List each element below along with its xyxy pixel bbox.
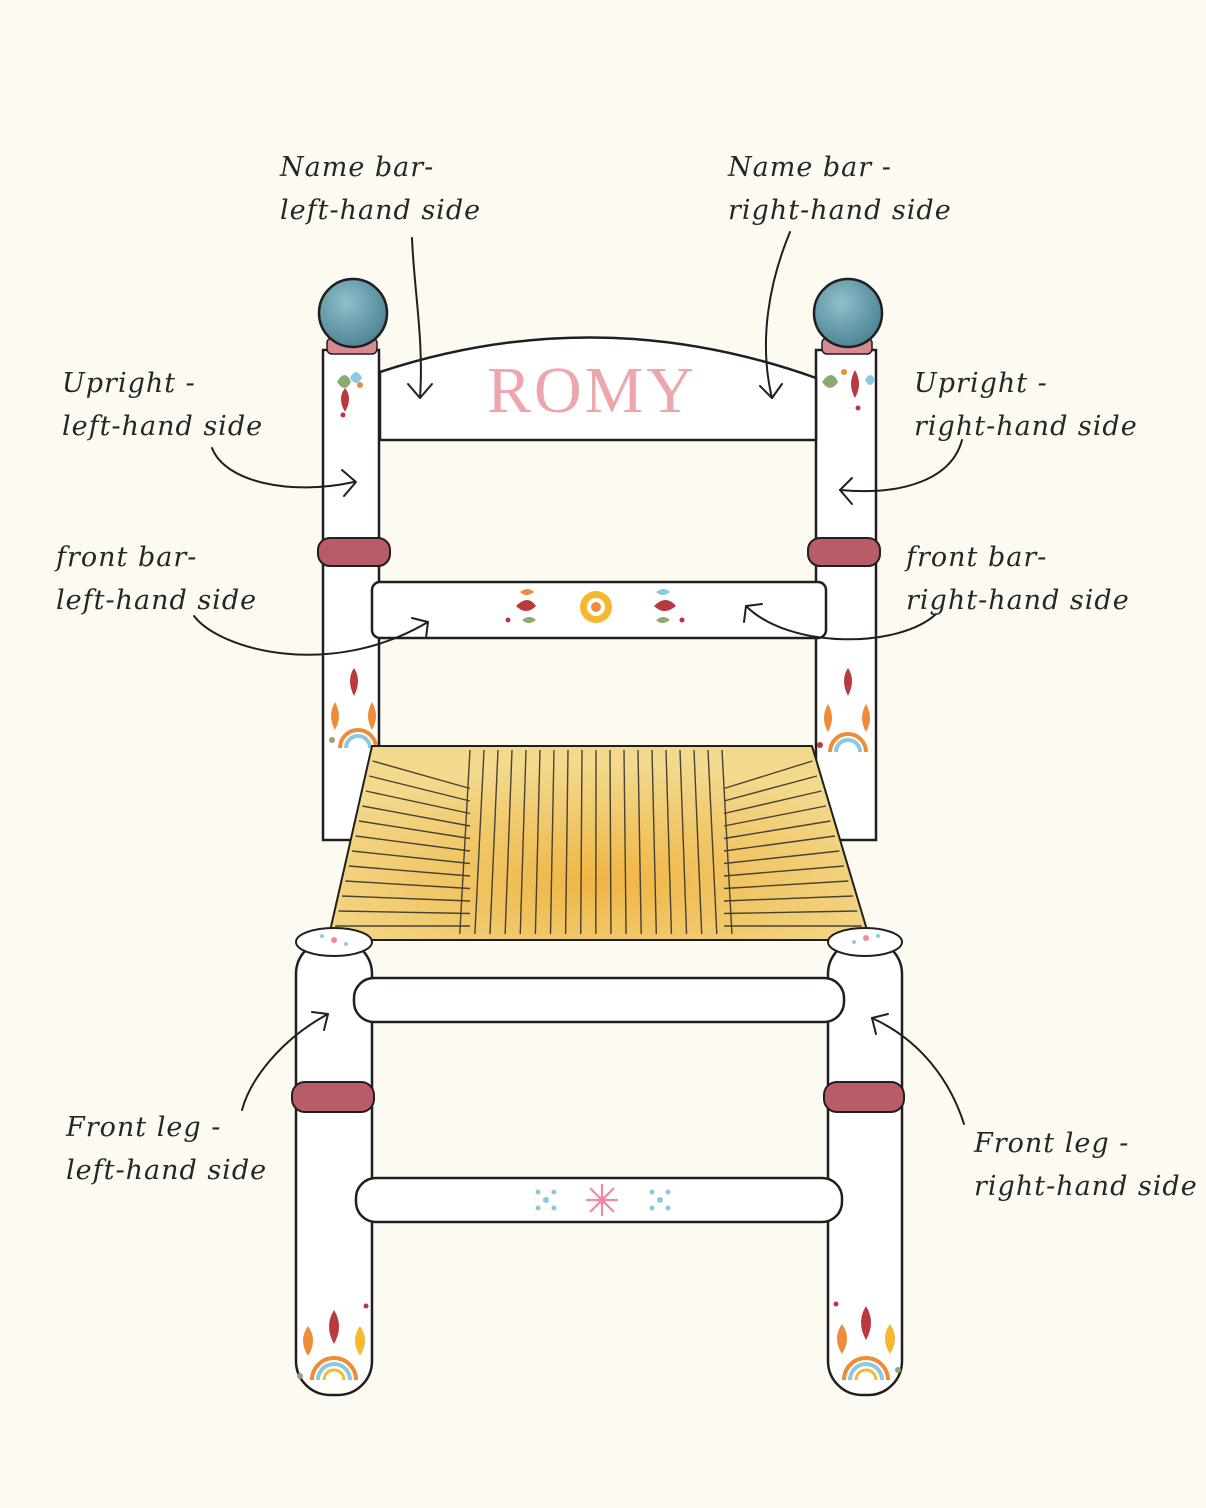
label-line: Name bar- <box>280 152 435 183</box>
knob-left <box>317 277 389 349</box>
weave-strand <box>348 865 471 877</box>
weave-strand <box>365 790 471 815</box>
label-front-leg-left: Front leg - left-hand side <box>66 1106 267 1192</box>
front-seat-rail <box>352 976 846 1024</box>
leg-top-decoration <box>320 934 880 946</box>
weave-strand <box>534 749 541 935</box>
label-name-bar-left: Name bar- left-hand side <box>280 146 481 232</box>
weave-strand <box>723 880 849 890</box>
weave-strand <box>338 910 471 915</box>
upright-left-decoration <box>337 372 363 418</box>
weave-strand <box>623 749 627 935</box>
arrow-front-leg-left <box>241 1011 329 1111</box>
weave-strand <box>651 749 658 935</box>
back-upright-left <box>321 348 381 842</box>
weave-strand <box>637 749 642 935</box>
label-line: Upright - <box>914 368 1048 399</box>
name-bar-text: ROMY <box>487 354 697 427</box>
weave-strand <box>723 805 827 827</box>
weave-strand <box>549 749 555 935</box>
weave-strand <box>723 865 844 877</box>
label-line: front bar- <box>56 542 198 573</box>
label-line: Upright - <box>62 368 196 399</box>
weave-strand <box>723 775 818 802</box>
weave-strand <box>693 749 703 935</box>
front-leg-right-decoration <box>833 1301 901 1381</box>
label-name-bar-right: Name bar - right-hand side <box>728 146 952 232</box>
weave-strand <box>519 749 527 935</box>
weave-strand <box>362 805 471 827</box>
weave-strand <box>723 790 822 815</box>
label-upright-right: Upright - right-hand side <box>914 362 1138 448</box>
label-line: left-hand side <box>62 411 264 442</box>
weave-strand <box>723 895 853 902</box>
weave-strand <box>707 749 718 935</box>
weave-strand <box>723 760 813 790</box>
label-line: left-hand side <box>280 195 482 226</box>
label-line: left-hand side <box>66 1155 268 1186</box>
weave-strand <box>459 749 471 935</box>
arrow-front-bar-right <box>743 603 937 641</box>
weave-strand <box>665 749 673 935</box>
weave-strand <box>345 880 471 890</box>
front-leg-left-decoration <box>297 1303 369 1381</box>
weave-strand <box>723 820 831 840</box>
label-line: Front leg - <box>66 1112 222 1143</box>
label-front-bar-right: front bar- right-hand side <box>906 536 1130 622</box>
weave-strand <box>369 775 471 802</box>
name-bar <box>378 336 818 442</box>
weave-strand <box>609 749 612 935</box>
weave-strand <box>723 910 858 915</box>
label-line: right-hand side <box>728 195 952 226</box>
arrow-upright-left <box>211 447 357 497</box>
weave-strand <box>355 835 471 852</box>
weave-strand <box>352 850 471 865</box>
stretcher-decoration <box>535 1184 671 1216</box>
label-line: front bar- <box>906 542 1048 573</box>
weave-strand <box>679 749 688 935</box>
label-line: Front leg - <box>974 1128 1130 1159</box>
arrow-upright-right <box>839 439 963 505</box>
weave-strand <box>721 749 733 935</box>
label-line: right-hand side <box>974 1171 1198 1202</box>
label-front-bar-left: front bar- left-hand side <box>56 536 257 622</box>
weave-strand <box>358 820 471 840</box>
upright-right-decoration <box>822 369 875 411</box>
back-band-right <box>807 537 881 567</box>
weave-strand <box>372 760 471 790</box>
weave-strand <box>564 749 569 935</box>
label-line: right-hand side <box>914 411 1138 442</box>
front-leg-right-top <box>827 927 903 957</box>
weave-strand <box>341 895 471 902</box>
weave-strand <box>474 749 485 935</box>
back-post-left-decoration <box>329 668 378 749</box>
back-band-left <box>317 537 391 567</box>
front-band-right <box>823 1081 905 1113</box>
weave-strand <box>723 850 840 865</box>
weave-strand <box>489 749 499 935</box>
arrow-name-bar-right <box>759 231 791 399</box>
weave-strand <box>580 749 583 935</box>
weave-strand <box>723 835 836 852</box>
arrow-front-bar-left <box>193 615 429 656</box>
label-front-leg-right: Front leg - right-hand side <box>974 1122 1198 1208</box>
label-line: left-hand side <box>56 585 258 616</box>
label-upright-left: Upright - left-hand side <box>62 362 263 448</box>
weave-strand <box>504 749 513 935</box>
front-band-left <box>291 1081 375 1113</box>
label-line: Name bar - <box>728 152 892 183</box>
label-line: right-hand side <box>906 585 1130 616</box>
knob-right <box>812 277 884 349</box>
rush-weave <box>335 749 862 935</box>
arrow-front-leg-right <box>871 1013 965 1125</box>
back-rail-decoration <box>505 589 685 623</box>
arrow-name-bar-left <box>407 237 433 399</box>
back-post-right-decoration <box>817 668 870 753</box>
